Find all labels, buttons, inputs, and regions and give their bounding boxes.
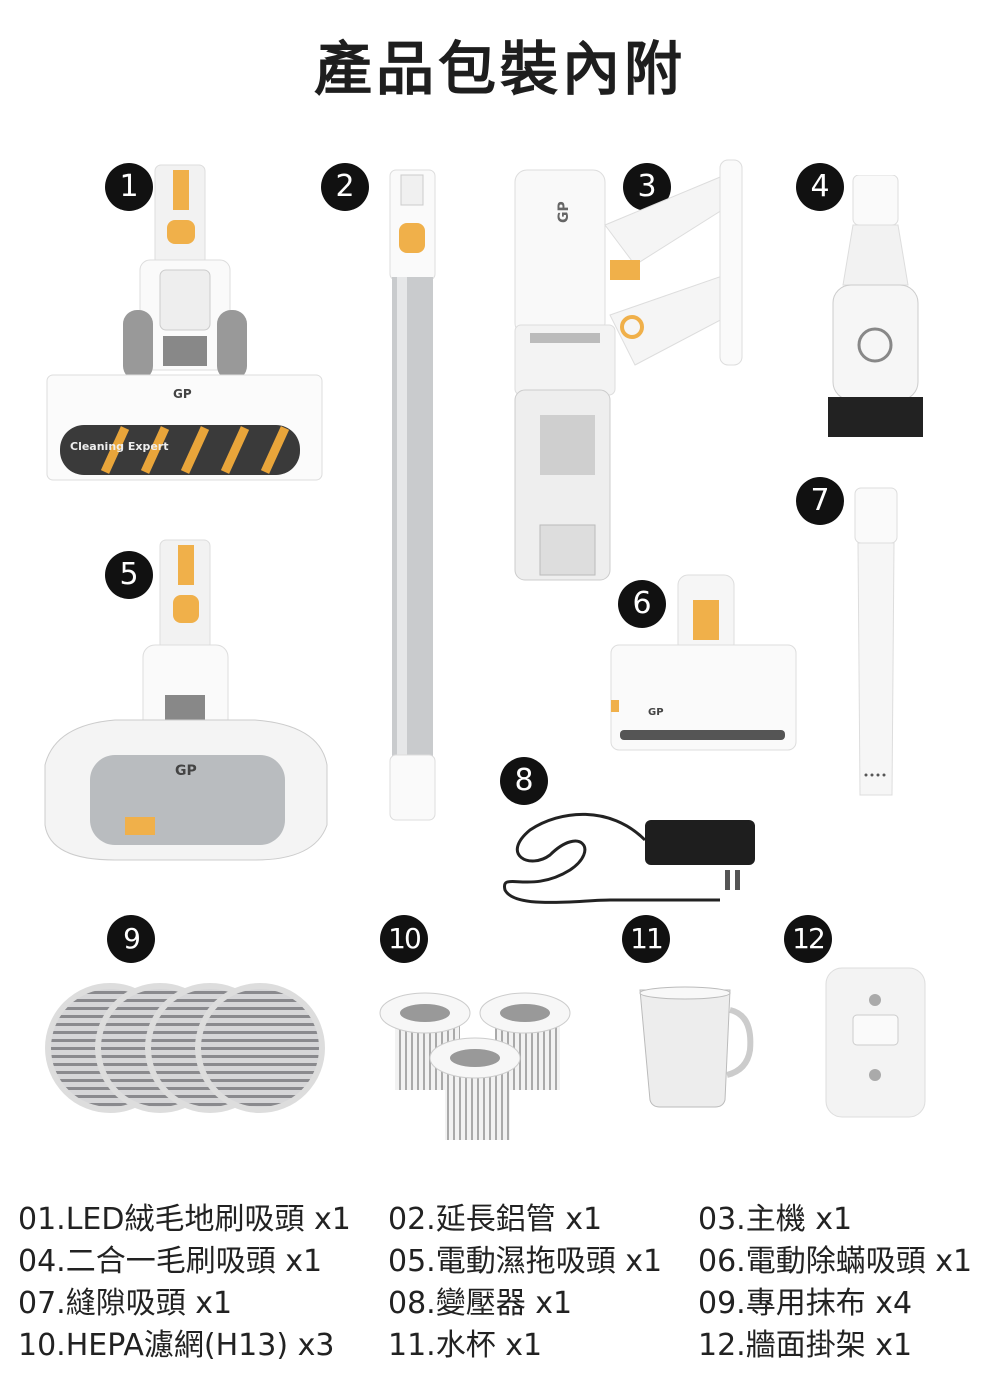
- brand-logo-text: GP: [175, 763, 197, 779]
- led-floor-brush-image: GP Cleaning Expert: [45, 160, 325, 485]
- mop-pads-image: [45, 975, 330, 1125]
- item-number-badge: 9: [107, 915, 155, 963]
- list-item: 07.縫隙吸頭 x1: [18, 1286, 233, 1321]
- list-item: 02.延長鋁管 x1: [388, 1202, 603, 1237]
- list-item: 10.HEPA濾網(H13) x3: [18, 1328, 335, 1363]
- list-item: 06.電動除蟎吸頭 x1: [698, 1244, 973, 1279]
- list-item: 01.LED絨毛地刷吸頭 x1: [18, 1202, 351, 1237]
- list-item: 08.變壓器 x1: [388, 1286, 573, 1321]
- wall-mount-image: [823, 965, 928, 1120]
- brand-logo-text: GP: [173, 387, 192, 401]
- list-item: 03.主機 x1: [698, 1202, 853, 1237]
- list-item: 12.牆面掛架 x1: [698, 1328, 913, 1363]
- item-number-badge: 3: [623, 163, 671, 211]
- brand-logo-text: GP: [556, 201, 572, 223]
- item-number-badge: 1: [105, 163, 153, 211]
- main-unit-image: GP: [510, 155, 745, 585]
- page-title: 產品包裝內附: [313, 35, 686, 103]
- item-number-badge: 5: [105, 551, 153, 599]
- list-item: 05.電動濕拖吸頭 x1: [388, 1244, 663, 1279]
- item-number-badge: 8: [500, 757, 548, 805]
- hepa-filters-image: [375, 985, 575, 1145]
- water-cup-image: [635, 985, 755, 1110]
- item-number-badge: 7: [796, 477, 844, 525]
- item-number-badge: 12: [784, 915, 832, 963]
- list-item: 04.二合一毛刷吸頭 x1: [18, 1244, 323, 1279]
- package-contents-list: 01.LED絨毛地刷吸頭 x1 02.延長鋁管 x1 03.主機 x1 04.二…: [18, 1200, 988, 1366]
- item-number-badge: 2: [321, 163, 369, 211]
- two-in-one-brush-image: [828, 175, 923, 440]
- item-number-badge: 11: [622, 915, 670, 963]
- mite-removal-head-image: GP: [608, 570, 798, 755]
- electric-mop-head-image: GP: [35, 535, 335, 865]
- list-item: 09.專用抹布 x4: [698, 1286, 913, 1321]
- list-item: 11.水杯 x1: [388, 1328, 543, 1363]
- power-adapter-image: [490, 800, 760, 915]
- brush-label-text: Cleaning Expert: [70, 440, 169, 453]
- extension-tube-image: [385, 165, 440, 825]
- brand-logo-text: GP: [648, 707, 664, 718]
- item-number-badge: 10: [380, 915, 428, 963]
- crevice-tool-image: [852, 485, 900, 800]
- item-number-badge: 4: [796, 163, 844, 211]
- item-number-badge: 6: [618, 580, 666, 628]
